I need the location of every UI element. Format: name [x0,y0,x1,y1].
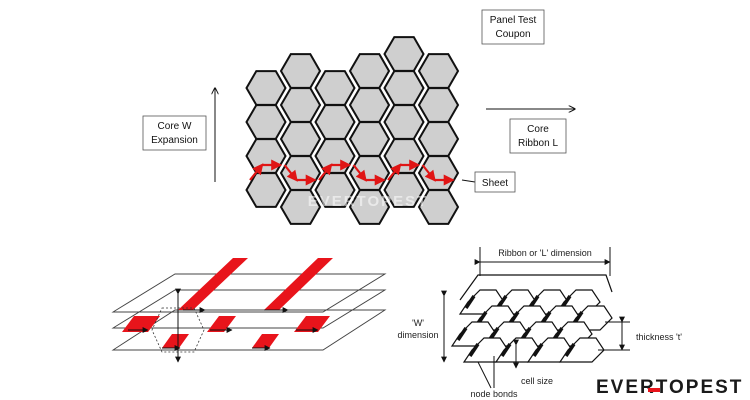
w-dimension-line2: dimension [397,330,438,340]
panel-test-coupon-line1: Panel Test [490,15,537,26]
honeycomb-cell [417,53,460,89]
core-w-expansion-line1: Core W [158,121,192,132]
sheet-arrow [387,163,402,181]
watermark: EVERTOPEST [308,193,429,210]
honeycomb-cell [245,70,287,106]
node-bond [500,343,512,357]
adhesive-strip [252,334,279,348]
sheet-label: Sheet [482,178,508,189]
honeycomb-cell [348,87,391,123]
node-bond [564,343,576,357]
sheet-arrow [352,164,367,182]
adhesive-strip [207,316,236,332]
honeycomb-cell [245,138,287,174]
honeycomb-cell [279,53,322,89]
sheet-direction-arrows [249,159,455,186]
honeycomb-cell [245,104,287,140]
node-bond [532,343,544,357]
expanded-cell-outline [151,307,205,353]
honeycomb-cell [383,172,425,208]
node-bond [456,327,468,341]
panel-test-coupon-line2: Coupon [495,29,530,40]
honeycomb-cell [417,189,460,225]
sheet-layer-2 [111,289,387,329]
node-bond-leader [477,361,492,389]
ribbon-dimension-label: Ribbon or 'L' dimension [498,248,592,258]
evertopest-logo: EVERTOPEST [596,377,743,398]
node-bond [468,343,480,357]
honeycomb-panel [245,36,460,225]
cell-size-label: cell size [521,376,553,386]
adhesive-strip [122,316,160,332]
honeycomb-cell [314,70,356,106]
adhesive-strip [162,334,189,348]
core-w-expansion-line2: Expansion [151,135,198,146]
node-bond [464,295,476,309]
sheet-layer-1 [111,273,387,313]
honeycomb-cell [348,189,391,225]
honeycomb-cell [314,138,356,174]
honeycomb-cell [279,189,322,225]
honeycomb-cell [348,121,391,157]
logo-text: EVERTOPEST [596,377,743,398]
logo-accent [648,388,660,392]
sheet-leader-line [461,179,476,183]
honeycomb-cell [314,104,356,140]
core-w-expansion-callout: Core W Expansion [142,115,207,151]
node-bonds-label: node bonds [470,389,518,399]
sheet-arrow [318,163,333,181]
panel-test-coupon-callout: Panel Test Coupon [481,9,545,45]
sheet-layer-3 [111,309,387,351]
honeycomb-cell [417,121,460,157]
honeycomb-cell [245,172,287,208]
honeycomb-core-3d [450,274,613,363]
core-ribbon-l-line2: Ribbon L [518,138,558,149]
honeycomb-cell [314,172,356,208]
core-ribbon-l-callout: Core Ribbon L [509,118,567,154]
sheet-callout: Sheet [474,171,516,193]
core-ribbon-l-line1: Core [527,124,549,135]
ribbon-label-bg [489,247,601,259]
adhesive-strip [178,258,248,310]
honeycomb-cell [417,87,460,123]
honeycomb-cell [417,155,460,191]
expansion-sheets-diagram [111,258,387,363]
sheet-arrow [249,163,264,181]
core-top-edge [459,274,613,301]
sheet-arrow [421,164,436,182]
honeycomb-cell [383,36,425,72]
honeycomb-cell [383,104,425,140]
thickness-label: thickness 't' [636,332,682,342]
honeycomb-cell [383,138,425,174]
w-dimension-line1: 'W' [412,318,424,328]
honeycomb-cell [348,53,391,89]
adhesive-strip [294,316,330,332]
honeycomb-cell [383,70,425,106]
honeycomb-cell [348,155,391,191]
honeycomb-cell [279,87,322,123]
sheet-arrow [283,164,298,182]
honeycomb-cell [279,121,322,157]
honeycomb-cell [279,155,322,191]
adhesive-strip [264,258,333,310]
